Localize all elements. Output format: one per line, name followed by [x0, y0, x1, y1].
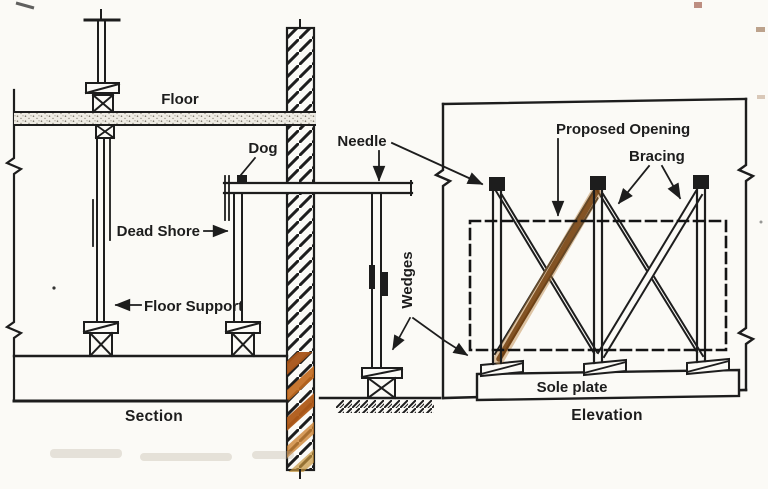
scan-artifacts [15, 1, 765, 461]
wedges-label: Wedges [399, 251, 416, 308]
needle-beam [222, 175, 414, 221]
elevation-view: Proposed Opening Bracing Sole plate Elev… [433, 97, 756, 424]
wedge-pads [479, 357, 731, 378]
sole-plate [475, 368, 741, 402]
elevation-shores [489, 175, 709, 366]
floor-band [13, 111, 316, 126]
wedges-leader-elevation [411, 316, 469, 357]
floor-label: Floor [161, 91, 199, 108]
needle-end-3 [693, 175, 709, 189]
dog-label: Dog [248, 140, 277, 157]
section-labels: Floor Dog Dead Shore Floor Support Needl… [114, 91, 484, 425]
dead-shore-post [224, 192, 262, 358]
needle-end-2 [590, 176, 606, 190]
proposed-opening-label: Proposed Opening [556, 121, 690, 138]
left-break-line [4, 88, 24, 403]
ground-slab [12, 354, 289, 403]
bracing-panel-2 [593, 185, 707, 362]
proposed-opening-outline [468, 219, 728, 352]
sole-plate-label: Sole plate [537, 379, 608, 396]
outer-shore-post [318, 192, 442, 413]
wall [285, 19, 316, 479]
elevation-caption: Elevation [571, 407, 643, 424]
wedges-leader-section [391, 316, 412, 351]
earth-hatch [336, 400, 434, 413]
dog-fastener [237, 175, 247, 183]
wall-highlight [287, 352, 314, 472]
section-caption: Section [125, 408, 183, 425]
brace-highlight [493, 185, 603, 365]
dead-shore-label: Dead Shore [117, 223, 200, 240]
needle-arrow-elevation [390, 141, 484, 186]
bracing-label: Bracing [629, 148, 685, 165]
section-view: Floor Dog Dead Shore Floor Support Needl… [4, 9, 484, 479]
floor-support-post [82, 123, 120, 358]
dog-leader [238, 156, 257, 178]
needle-end-1 [489, 177, 505, 191]
upper-shore-post [83, 9, 121, 114]
bracing-arrow-2 [660, 164, 682, 200]
elevation-labels: Proposed Opening Bracing Sole plate Elev… [537, 121, 691, 424]
floor-support-label: Floor Support [144, 298, 243, 315]
bracing-arrow-1 [617, 164, 651, 205]
needle-label: Needle [337, 133, 386, 150]
